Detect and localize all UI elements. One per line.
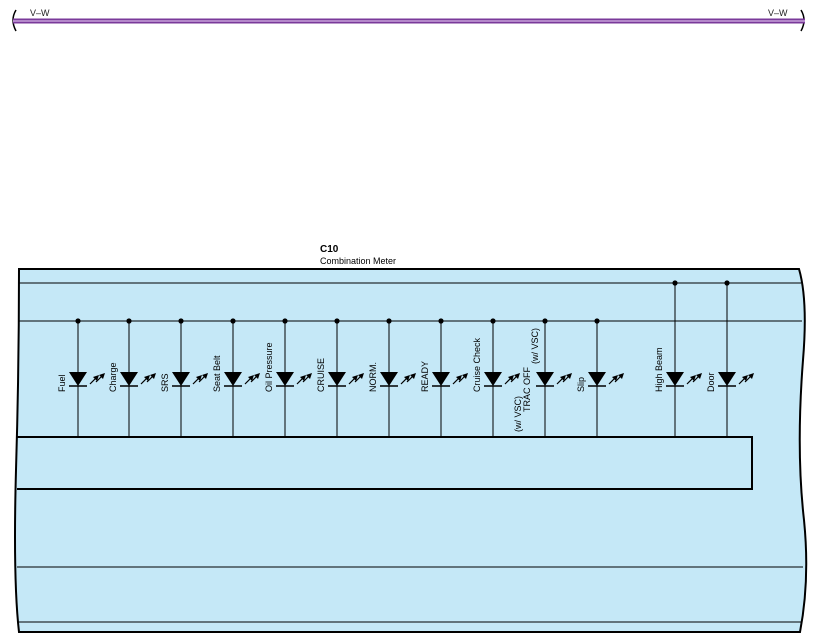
combination-meter-box xyxy=(14,268,808,633)
junction-dot xyxy=(542,318,548,324)
light-arrow-head xyxy=(566,373,572,379)
lamp-label: NORM. xyxy=(368,362,378,392)
lamp-high-beam: High Beam xyxy=(654,280,702,437)
led-icon xyxy=(380,372,398,386)
junction-dot xyxy=(334,318,340,324)
junction-dot xyxy=(724,280,730,286)
lamp-seat-belt: Seat Belt xyxy=(212,318,260,437)
light-arrow-head xyxy=(618,373,624,379)
lamp-door: Door xyxy=(706,280,754,437)
led-icon xyxy=(69,372,87,386)
lamp-label: Slip xyxy=(576,377,586,392)
lamp-label: READY xyxy=(420,361,430,392)
lamp-ready: READY xyxy=(420,318,468,437)
led-icon xyxy=(432,372,450,386)
light-arrow-head xyxy=(560,375,566,381)
light-arrow-head xyxy=(456,375,462,381)
junction-dot xyxy=(282,318,288,324)
led-icon xyxy=(224,372,242,386)
light-arrow-head xyxy=(742,375,748,381)
junction-dot xyxy=(672,280,678,286)
light-arrow-head xyxy=(404,375,410,381)
light-arrow-head xyxy=(300,375,306,381)
lamp-cruise: CRUISE xyxy=(316,318,364,437)
led-icon xyxy=(666,372,684,386)
light-arrow-head xyxy=(144,375,150,381)
lamp-label: CRUISE xyxy=(316,358,326,392)
lamp-srs: SRS xyxy=(160,318,208,437)
light-arrow-head xyxy=(202,373,208,379)
light-arrow-head xyxy=(93,375,99,381)
wire-v-w: V–W V–W xyxy=(12,8,805,32)
lamp-label: SRS xyxy=(160,373,170,392)
lamp-norm: NORM. xyxy=(368,318,416,437)
lamp-label: Charge xyxy=(108,362,118,392)
lamp-label: Seat Belt xyxy=(212,355,222,392)
lamp-cruise-check: Cruise Check xyxy=(472,318,520,437)
lamp-label-note: (w/ VSC) xyxy=(530,328,540,364)
junction-dot xyxy=(230,318,236,324)
lamp-fuel: Fuel xyxy=(57,318,105,437)
light-arrow-head xyxy=(462,373,468,379)
junction-dot xyxy=(386,318,392,324)
led-icon xyxy=(484,372,502,386)
lamp-slip: Slip xyxy=(576,318,624,437)
light-arrow-head xyxy=(410,373,416,379)
light-arrow-head xyxy=(690,375,696,381)
light-arrow-head xyxy=(254,373,260,379)
lamp-charge: Charge xyxy=(108,318,156,437)
light-arrow-head xyxy=(696,373,702,379)
light-arrow-head xyxy=(306,373,312,379)
led-icon xyxy=(328,372,346,386)
light-arrow-head xyxy=(358,373,364,379)
lamp-trac-off: TRAC OFF(w/ VSC)(w/ VSC) xyxy=(513,318,572,437)
light-arrow-head xyxy=(508,375,514,381)
led-icon xyxy=(588,372,606,386)
lamp-label: TRAC OFF xyxy=(522,367,532,412)
lamp-label: Cruise Check xyxy=(472,337,482,392)
junction-dot xyxy=(594,318,600,324)
led-icon xyxy=(276,372,294,386)
light-arrow-head xyxy=(514,373,520,379)
lamp-label: Fuel xyxy=(57,374,67,392)
junction-dot xyxy=(490,318,496,324)
light-arrow-head xyxy=(150,373,156,379)
indicator-lamps: Fuel Charge SRS Seat Belt Oil Pressure CRUISE… xyxy=(57,280,754,437)
junction-dot xyxy=(178,318,184,324)
light-arrow-head xyxy=(748,373,754,379)
led-icon xyxy=(172,372,190,386)
led-icon xyxy=(120,372,138,386)
lamp-label: Oil Pressure xyxy=(264,342,274,392)
component-name: Combination Meter xyxy=(320,256,396,266)
component-code: C10 xyxy=(320,244,339,255)
led-icon xyxy=(536,372,554,386)
lamp-label: High Beam xyxy=(654,347,664,392)
wire-label-left: V–W xyxy=(30,8,50,18)
junction-dot xyxy=(126,318,132,324)
junction-dot xyxy=(438,318,444,324)
light-arrow-head xyxy=(352,375,358,381)
lamp-oil-pressure: Oil Pressure xyxy=(264,318,312,437)
led-icon xyxy=(718,372,736,386)
wire-label-right: V–W xyxy=(768,8,788,18)
junction-dot xyxy=(75,318,81,324)
lamp-label: Door xyxy=(706,372,716,392)
lamp-label-note-2: (w/ VSC) xyxy=(513,396,523,432)
inner-circuit-box xyxy=(17,436,753,490)
light-arrow-head xyxy=(99,373,105,379)
light-arrow-head xyxy=(248,375,254,381)
light-arrow-head xyxy=(196,375,202,381)
light-arrow-head xyxy=(612,375,618,381)
